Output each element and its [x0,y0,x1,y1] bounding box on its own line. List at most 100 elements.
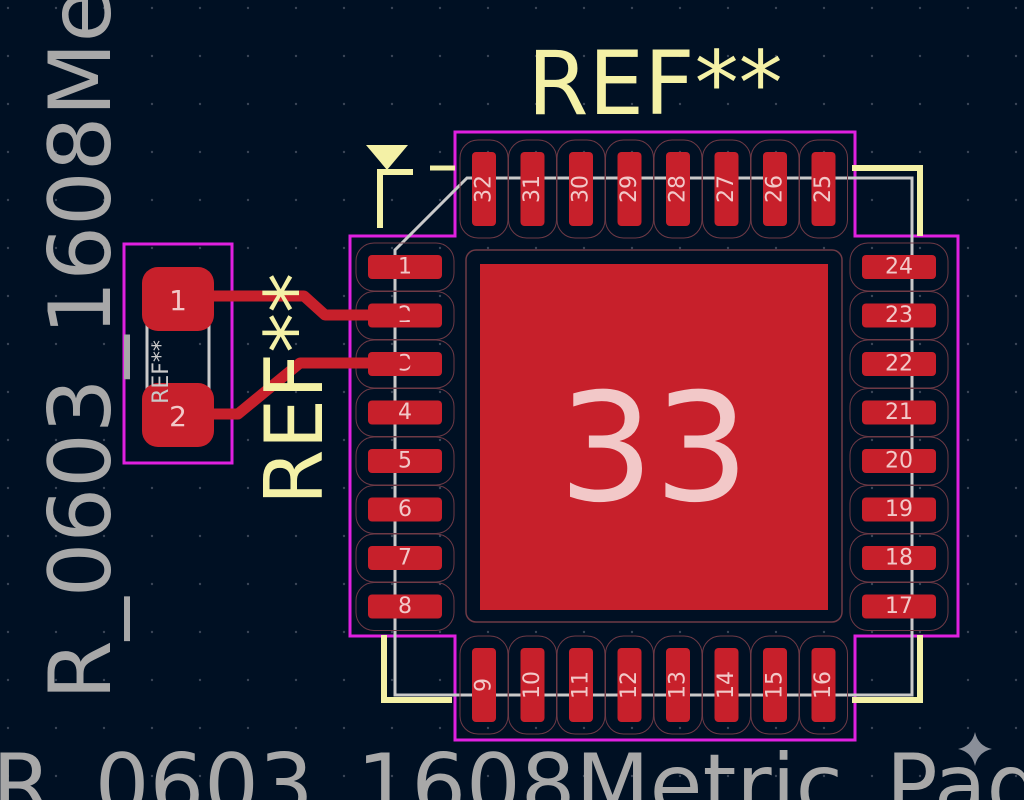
qfn-pad-16[interactable] [811,648,836,722]
grid-dot [1014,342,1018,346]
qfn-pad-14[interactable] [714,648,739,722]
qfn-pad-20[interactable] [862,449,936,473]
grid-dot [438,246,442,250]
qfn-pad-32[interactable] [472,152,496,226]
grid-dot [54,438,58,442]
qfn-pad-1[interactable] [368,255,442,279]
qfn-pad-29[interactable] [617,152,642,226]
grid-dot [150,534,154,538]
grid-dot [246,102,250,106]
grid-dot [1014,630,1018,634]
grid-dot [582,726,586,730]
grid-dot [534,726,538,730]
grid-dot [342,246,346,250]
qfn-pad-17[interactable] [862,594,936,619]
grid-dot [150,726,154,730]
grid-dot [918,54,922,58]
grid-dot [918,774,922,778]
qfn-pad-27[interactable] [714,152,739,226]
qfn-pad-label: 24 [885,255,913,280]
qfn-pad-11[interactable] [569,648,593,722]
grid-dot [342,390,346,394]
grid-dot [966,390,970,394]
grid-dot [246,150,250,154]
grid-dot [294,438,298,442]
grid-dot [438,438,442,442]
qfn-pad-10[interactable] [520,648,545,722]
grid-dot [966,342,970,346]
qfn-pad-label: 13 [666,671,691,699]
qfn-pad-label: 4 [398,400,412,425]
qfn-pad-19[interactable] [862,497,936,522]
grid-dot [486,726,490,730]
resistor-footprint[interactable]: 1 2 REF** [122,242,234,465]
grid-dot [870,726,874,730]
grid-dot [246,54,250,58]
grid-dot [342,150,346,154]
grid-dot [630,726,634,730]
qfn-exposed-pad[interactable] [480,264,828,610]
qfn-pad-18[interactable] [862,546,936,570]
grid-dot [822,6,826,10]
grid-dot [870,774,874,778]
qfn-pad-15[interactable] [763,648,787,722]
qfn-pad-28[interactable] [666,152,690,226]
qfn-exposed-pad-clearance [465,249,843,623]
grid-dot [870,486,874,490]
grid-dot [54,486,58,490]
qfn-pad-23[interactable] [862,303,936,328]
grid-dot [438,534,442,538]
qfn-pad-21[interactable] [862,400,936,425]
qfn-pad-clearance [459,139,509,239]
grid-dot [198,582,202,586]
grid-dot [54,54,58,58]
grid-dot [774,54,778,58]
grid-dot [150,6,154,10]
qfn-pad-label: 27 [714,175,739,203]
grid-dot [438,294,442,298]
grid-dot [246,486,250,490]
grid-dot [1014,54,1018,58]
qfn-pad-4[interactable] [368,400,442,425]
qfn-pad-8[interactable] [368,594,442,619]
qfn-pad-9[interactable] [472,648,496,722]
qfn-pad-5[interactable] [368,449,442,473]
grid-dot [294,102,298,106]
qfn-pad-26[interactable] [763,152,787,226]
grid-dot [342,582,346,586]
qfn-courtyard [348,130,960,742]
grid-dot [486,54,490,58]
qfn-pad-24[interactable] [862,255,936,279]
qfn-pad-6[interactable] [368,497,442,522]
grid-dot [102,630,106,634]
grid-dot [1014,774,1018,778]
grid-dot [198,534,202,538]
qfn-pad-22[interactable] [862,352,936,376]
qfn-pad-30[interactable] [569,152,593,226]
grid-dot [918,294,922,298]
qfn-pad-12[interactable] [617,648,642,722]
grid-dot [582,54,586,58]
qfn-pad-label: 14 [714,671,739,699]
grid-dot [582,630,586,634]
grid-dot [150,198,154,202]
grid-dot [822,630,826,634]
grid-dot [918,630,922,634]
grid-dot [966,726,970,730]
grid-dot [102,774,106,778]
resistor-pad-1[interactable] [142,267,214,331]
qfn-pad-25[interactable] [811,152,836,226]
qfn-pad-31[interactable] [520,152,545,226]
grid-dot [822,726,826,730]
grid-dot [342,6,346,10]
grid-dot [390,534,394,538]
resistor-pad-2[interactable] [142,383,214,447]
grid-dot [630,774,634,778]
grid-dot [870,534,874,538]
qfn-pad-clearance [355,242,455,292]
qfn-pad-13[interactable] [666,648,690,722]
qfn-pad-label: 8 [398,594,412,619]
qfn-pad-7[interactable] [368,546,442,570]
